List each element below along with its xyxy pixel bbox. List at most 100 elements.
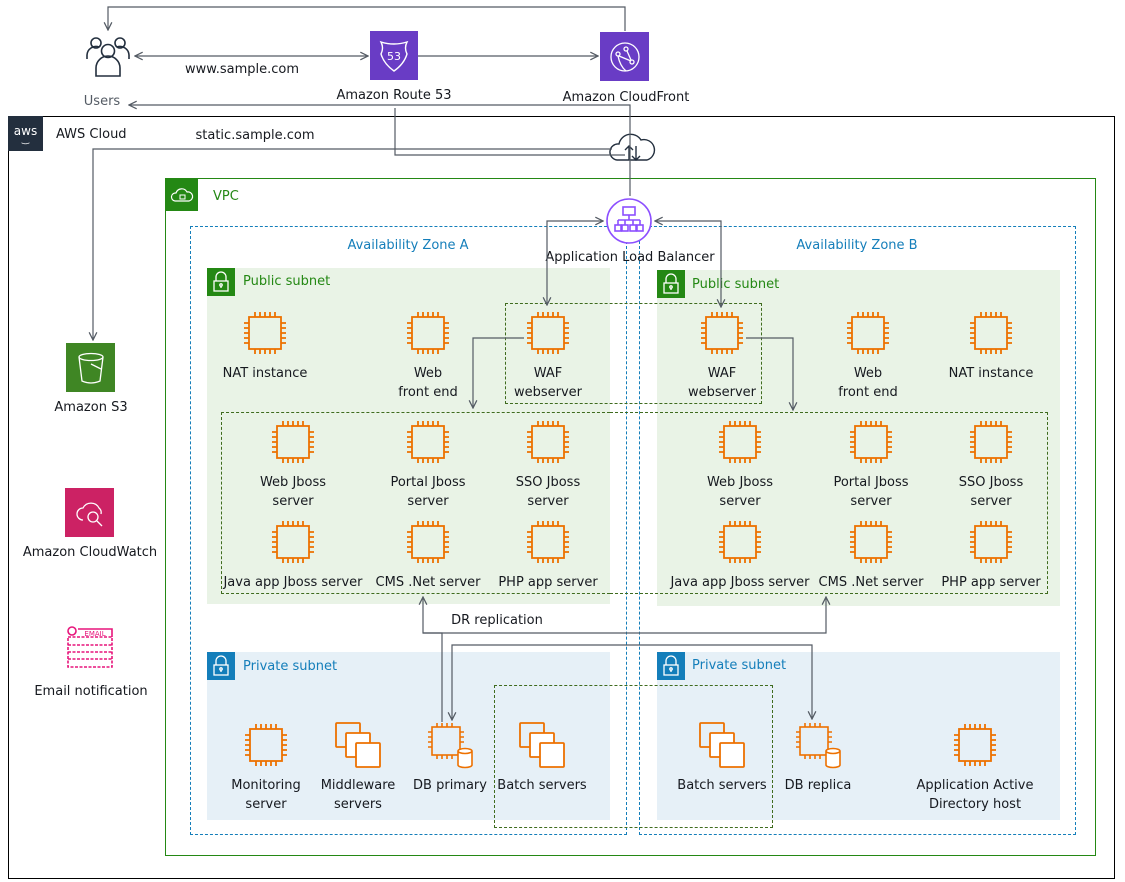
nat-instance-public-b-label: NAT instance (948, 366, 1034, 381)
email-notification-label: Email notification (34, 684, 148, 699)
web-front-end-public-a-label: front end (398, 385, 458, 400)
db-replica-private-b-icon[interactable] (794, 721, 842, 769)
cms-net-server-app-b-label: CMS .Net server (818, 575, 924, 590)
public-subnet-a-label: Public subnet (243, 274, 331, 289)
web-front-end-public-b-label: front end (838, 385, 898, 400)
alb-label: Application Load Balancer (545, 250, 715, 265)
middleware-servers-private-a-icon[interactable] (334, 721, 382, 769)
cloudwatch-label: Amazon CloudWatch (22, 545, 158, 560)
java-app-jboss-server-app-a-icon[interactable] (269, 518, 317, 566)
cloudfront-icon[interactable] (600, 32, 649, 81)
waf-webserver-public-b-icon[interactable] (698, 309, 746, 357)
portal-jboss-server-app-a-icon[interactable] (404, 418, 452, 466)
java-app-jboss-server-app-b-label: Java app Jboss server (670, 575, 810, 590)
batch-servers-private-a-label: Batch servers (497, 778, 587, 793)
db-replica-private-b-label: DB replica (784, 778, 852, 793)
java-app-jboss-server-app-b-icon[interactable] (716, 518, 764, 566)
sso-jboss-server-app-b-label: SSO Jboss (958, 475, 1024, 490)
batch-servers-private-b-icon[interactable] (698, 721, 746, 769)
middleware-servers-private-a-label: Middleware (320, 778, 396, 793)
vpc-cloud-lock-icon (165, 178, 198, 211)
public-subnet-b-label: Public subnet (692, 277, 780, 292)
vpc-label: VPC (213, 189, 239, 204)
users-icon (84, 31, 132, 79)
private-subnet-b-lock-icon (657, 652, 685, 680)
availability-zone-b-label: Availability Zone B (796, 238, 918, 253)
web-front-end-public-a-icon[interactable] (404, 309, 452, 357)
waf-webserver-public-a-label: webserver (513, 385, 583, 400)
cloudfront-to-users-line (108, 6, 626, 31)
sso-jboss-server-app-a-label: SSO Jboss (515, 475, 581, 490)
aws-logo-text: aws (13, 123, 38, 138)
middleware-servers-private-a-label: servers (334, 797, 382, 812)
route53-icon[interactable]: 53 (370, 31, 418, 80)
sso-jboss-server-app-b-icon[interactable] (967, 418, 1015, 466)
portal-jboss-server-app-a-label: server (407, 494, 449, 509)
users-label: Users (83, 94, 121, 109)
private-subnet-a-label: Private subnet (243, 659, 338, 674)
cms-net-server-app-a-icon[interactable] (404, 518, 452, 566)
public-subnet-a-lock-icon (207, 268, 235, 296)
s3-bucket-icon[interactable] (66, 343, 115, 392)
public-subnet-b-lock-icon (657, 270, 685, 298)
web-jboss-server-app-a-icon[interactable] (269, 418, 317, 466)
sso-jboss-server-app-a-icon[interactable] (524, 418, 572, 466)
app-server-group-a (221, 412, 610, 594)
sso-jboss-server-app-b-label: server (970, 494, 1012, 509)
java-app-jboss-server-app-a-label: Java app Jboss server (223, 575, 363, 590)
web-jboss-server-app-a-label: server (272, 494, 314, 509)
web-jboss-server-app-a-label: Web Jboss (259, 475, 327, 490)
web-front-end-public-b-icon[interactable] (844, 309, 892, 357)
cloudwatch-icon[interactable] (65, 488, 114, 537)
www-domain-label: www.sample.com (185, 62, 299, 77)
batch-servers-private-a-icon[interactable] (518, 721, 566, 769)
web-front-end-public-b-label: Web (853, 366, 883, 381)
php-app-server-app-b-label: PHP app server (941, 575, 1041, 590)
web-jboss-server-app-b-icon[interactable] (716, 418, 764, 466)
cms-net-server-app-b-icon[interactable] (847, 518, 895, 566)
waf-webserver-public-a-icon[interactable] (524, 309, 572, 357)
cloudfront-label: Amazon CloudFront (562, 90, 690, 105)
private-subnet-b-label: Private subnet (692, 658, 787, 673)
php-app-server-app-a-label: PHP app server (498, 575, 598, 590)
email-icon-text: EMAIL (84, 630, 105, 638)
monitoring-server-private-a-label: Monitoring (231, 778, 301, 793)
portal-jboss-server-app-b-label: server (850, 494, 892, 509)
s3-label: Amazon S3 (54, 400, 128, 415)
internet-gateway-cloud-icon (607, 130, 657, 164)
portal-jboss-server-app-a-label: Portal Jboss (390, 475, 466, 490)
application-active-directory-host-private-b-label: Application Active (916, 778, 1034, 793)
nat-instance-public-b-icon[interactable] (967, 309, 1015, 357)
portal-jboss-server-app-b-icon[interactable] (847, 418, 895, 466)
aws-logo-icon: aws ‿ (8, 116, 43, 151)
sso-jboss-server-app-a-label: server (527, 494, 569, 509)
db-primary-private-a-icon[interactable] (426, 721, 474, 769)
web-jboss-server-app-b-label: Web Jboss (706, 475, 774, 490)
waf-webserver-public-b-label: webserver (687, 385, 757, 400)
batch-servers-private-b-label: Batch servers (677, 778, 767, 793)
svg-text:53: 53 (387, 50, 401, 63)
monitoring-server-private-a-label: server (245, 797, 287, 812)
availability-zone-b (639, 226, 1076, 835)
web-front-end-public-a-label: Web (413, 366, 443, 381)
dr-replication-label: DR replication (451, 613, 543, 628)
php-app-server-app-b-icon[interactable] (967, 518, 1015, 566)
monitoring-server-private-a-icon[interactable] (242, 721, 290, 769)
portal-jboss-server-app-b-label: Portal Jboss (833, 475, 909, 490)
web-jboss-server-app-b-label: server (719, 494, 761, 509)
db-primary-private-a-label: DB primary (413, 778, 487, 793)
email-notification-icon: EMAIL (66, 625, 114, 669)
application-active-directory-host-private-b-icon[interactable] (951, 721, 999, 769)
nat-instance-public-a-icon[interactable] (241, 309, 289, 357)
static-domain-label: static.sample.com (195, 128, 315, 143)
application-load-balancer-icon[interactable] (605, 197, 653, 245)
app-server-group-b (610, 412, 1048, 594)
route53-label: Amazon Route 53 (336, 88, 452, 103)
waf-webserver-public-a-label: WAF (533, 366, 563, 381)
waf-webserver-public-b-label: WAF (707, 366, 737, 381)
aws-cloud-label: AWS Cloud (56, 127, 127, 142)
php-app-server-app-a-icon[interactable] (524, 518, 572, 566)
private-subnet-a-lock-icon (207, 652, 235, 680)
cms-net-server-app-a-label: CMS .Net server (375, 575, 481, 590)
